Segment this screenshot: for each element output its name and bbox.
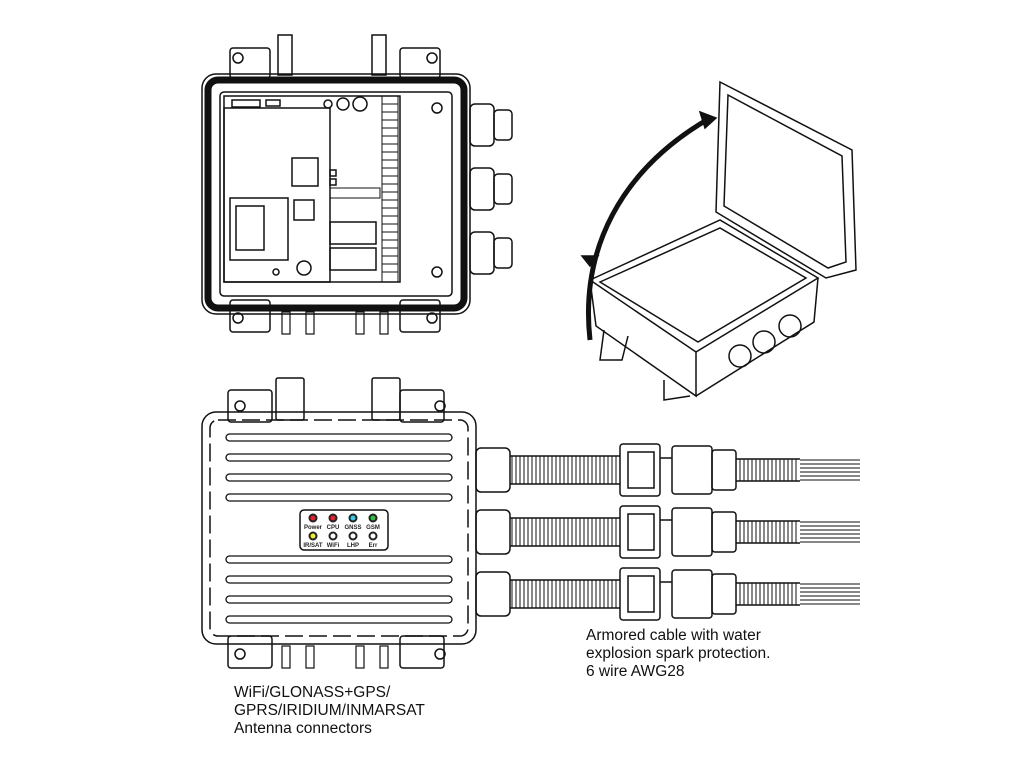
led-label: WiFi	[327, 543, 340, 549]
led-label: GSM	[366, 525, 380, 531]
cable-gland	[475, 571, 511, 617]
isometric-open-enclosure	[580, 80, 857, 401]
cable-wires	[800, 521, 860, 543]
cable-caption-line: explosion spark protection.	[586, 645, 771, 662]
cable-gland	[475, 509, 511, 555]
led-label: Err	[369, 543, 378, 549]
cable-fitting	[671, 445, 713, 495]
led-label: LHP	[347, 543, 359, 549]
led-panel: Power CPU GNSS GSM IR/SAT WiFi LHP Err	[299, 509, 389, 551]
led-label: IR/SAT	[303, 543, 323, 549]
cable-fitting	[671, 569, 713, 619]
led-cpu	[328, 513, 338, 523]
armored-sleeve	[511, 580, 617, 608]
cable-wires	[800, 459, 860, 481]
led-wifi	[328, 531, 338, 541]
armored-sleeve	[511, 518, 617, 546]
antenna-caption-line: Antenna connectors	[234, 720, 372, 737]
led-label: Power	[304, 525, 323, 531]
led-err	[368, 531, 378, 541]
cable-fitting	[671, 507, 713, 557]
led-gnss	[348, 513, 358, 523]
cable-caption-line: Armored cable with water	[586, 627, 761, 644]
led-label: GNSS	[344, 525, 361, 531]
cable-wires	[800, 583, 860, 605]
led-irsat	[308, 531, 318, 541]
led-label: CPU	[327, 525, 340, 531]
cable-gland	[475, 447, 511, 493]
closed-enclosure-front	[201, 377, 477, 669]
armored-sleeve	[511, 456, 617, 484]
cable-coupler	[619, 443, 661, 497]
armored-cables	[475, 443, 860, 621]
led-lhp	[348, 531, 358, 541]
led-gsm	[368, 513, 378, 523]
antenna-caption-line: GPRS/IRIDIUM/INMARSAT	[234, 702, 425, 719]
cable-coupler	[619, 505, 661, 559]
cable-coupler	[619, 567, 661, 621]
antenna-caption-line: WiFi/GLONASS+GPS/	[234, 684, 391, 701]
cable-caption-line: 6 wire AWG28	[586, 663, 685, 680]
led-power	[308, 513, 318, 523]
internal-view-enclosure	[201, 34, 513, 335]
